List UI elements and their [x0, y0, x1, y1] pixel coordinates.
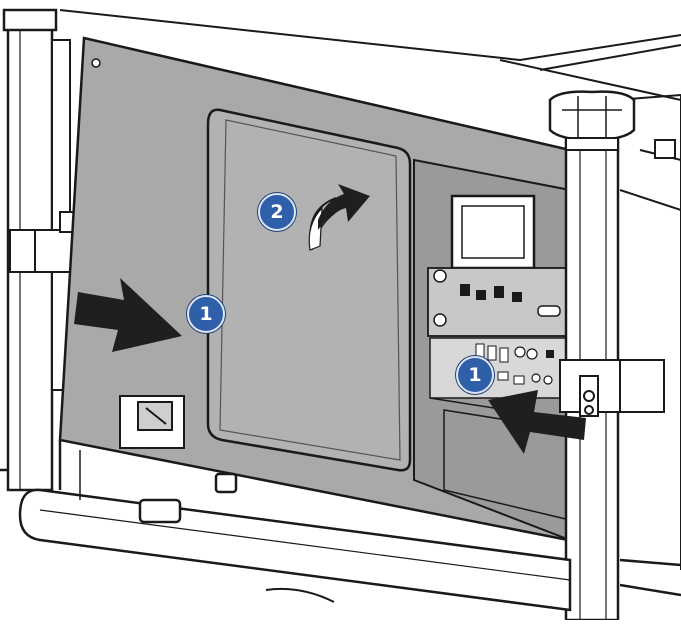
rotate-arrow — [308, 184, 370, 251]
bottom-frame — [0, 440, 681, 612]
access-cover-door — [206, 108, 412, 472]
control-panel — [413, 158, 571, 542]
panel-screw-hole — [91, 58, 101, 68]
projector-body-outline — [59, 9, 681, 570]
latch-block — [119, 395, 185, 449]
right-clamp — [559, 359, 665, 417]
callout-step-1-right: 1 — [456, 356, 494, 394]
callout-step-1-left: 1 — [187, 295, 225, 333]
push-arrow-right — [488, 390, 586, 454]
callout-step-2: 2 — [258, 193, 296, 231]
push-arrow-left — [74, 278, 182, 352]
